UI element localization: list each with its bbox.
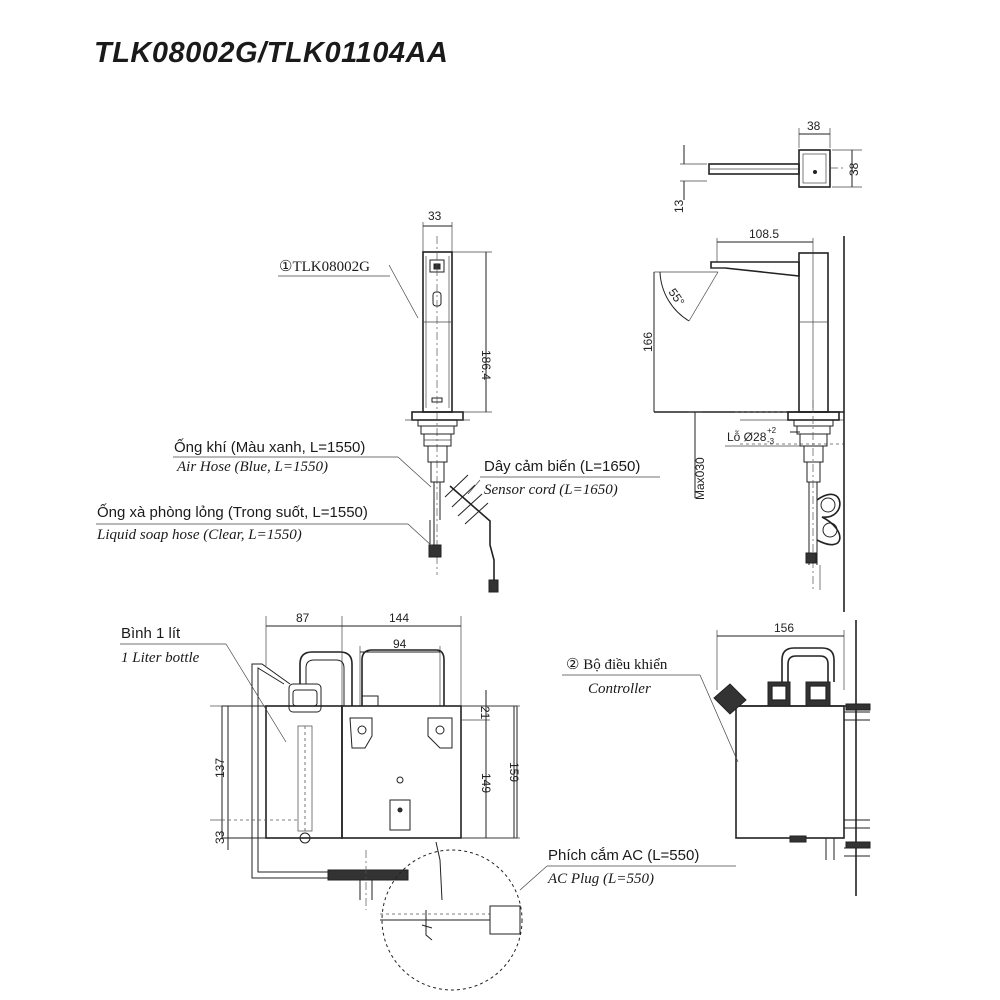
hole-diameter: Lỗ Ø28 (727, 429, 767, 444)
dim-spout-height: 166 (641, 332, 655, 352)
air-hose-label-en: Air Hose (Blue, L=1550) (176, 459, 328, 475)
hole-tolerance-lower: -3 (767, 437, 775, 446)
controller-label-vi: ② Bộ điều khiển (566, 657, 668, 673)
faucet-body (422, 251, 453, 413)
faucet-front-view: 33 186.4 (388, 209, 493, 575)
controller-top-view: 87 144 94 21 (210, 611, 523, 991)
controller-label-en: Controller (588, 681, 651, 697)
ac-plug-label-vi: Phích cắm AC (L=550) (548, 847, 699, 864)
dim-149: 149 (479, 773, 493, 793)
sensor-cord (444, 474, 499, 593)
dim-144: 144 (389, 611, 409, 625)
dim-top-width: 38 (807, 119, 821, 133)
faucet-side-view: 108.5 55° 166 (641, 227, 845, 612)
dim-159: 159 (507, 762, 521, 782)
model-title: TLK08002G/TLK01104AA (94, 37, 448, 69)
top-view: 38 38 13 (672, 119, 862, 213)
bottle-label-en: 1 Liter bottle (121, 650, 200, 666)
ac-plug-detail-circle (381, 849, 523, 991)
dim-top-depth: 38 (847, 162, 861, 176)
dim-spout-reach: 108.5 (749, 227, 779, 241)
soap-hose-label-vi: Ống xà phòng lỏng (Trong suốt, L=1550) (97, 503, 368, 521)
top-view-body (798, 149, 831, 188)
dim-controller-width: 156 (774, 621, 794, 635)
hole-tolerance-upper: +2 (767, 426, 777, 435)
controller-side-view: 156 (713, 620, 871, 896)
sensor-cord-label-en: Sensor cord (L=1650) (484, 482, 618, 498)
dim-94: 94 (393, 637, 407, 651)
sensor-cord-label-vi: Dây cảm biến (L=1650) (484, 458, 640, 475)
dim-87: 87 (296, 611, 310, 625)
deck-thickness-max: Max030 (693, 457, 707, 500)
side-spout (710, 261, 800, 277)
bottle-label-vi: Bình 1 lít (121, 625, 181, 642)
air-hose-label-vi: Ống khí (Màu xanh, L=1550) (174, 438, 365, 456)
ac-plug-label-en: AC Plug (L=550) (547, 871, 654, 887)
side-body (798, 252, 829, 413)
dim-33: 33 (213, 830, 227, 844)
controller-body (341, 705, 462, 839)
soap-hose-label-en: Liquid soap hose (Clear, L=1550) (96, 527, 302, 543)
ac-plug (489, 905, 521, 935)
dim-faucet-height: 186.4 (479, 350, 493, 380)
bottle-cap (288, 683, 322, 713)
dim-137: 137 (213, 758, 227, 778)
dim-21: 21 (478, 706, 492, 720)
dim-top-thickness: 13 (672, 199, 686, 213)
faucet-code-label: ①TLK08002G (279, 259, 370, 275)
controller-side-body (735, 705, 845, 839)
dim-faucet-width: 33 (428, 209, 442, 223)
spray-angle: 55° (666, 286, 688, 309)
